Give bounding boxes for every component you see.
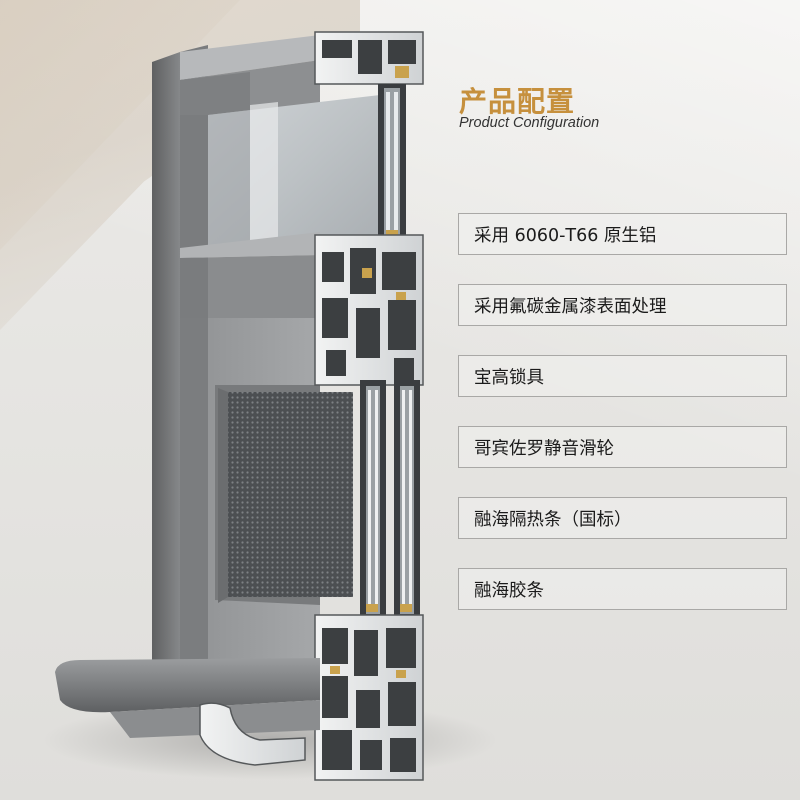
top-frame (180, 35, 320, 115)
feature-item-rubber-seal: 融海胶条 (458, 568, 787, 610)
feature-item-thermal-strip: 融海隔热条（国标） (458, 497, 787, 539)
window-sill (55, 658, 320, 766)
glass-edge-profile (378, 84, 406, 244)
feature-item-lock: 宝高锁具 (458, 355, 787, 397)
upper-glass-pane (208, 95, 380, 250)
feature-item-silent-roller: 哥宾佐罗静音滑轮 (458, 426, 787, 468)
feature-list: 采用 6060-T66 原生铝 采用氟碳金属漆表面处理 宝高锁具 哥宾佐罗静音滑… (458, 213, 787, 639)
feature-item-aluminum: 采用 6060-T66 原生铝 (458, 213, 787, 255)
config-title: 产品配置 (459, 85, 576, 118)
bottom-profile-section (314, 614, 424, 781)
feature-item-fluorocarbon-paint: 采用氟碳金属漆表面处理 (458, 284, 787, 326)
middle-transom (180, 232, 320, 318)
double-glass-sash-profile (360, 380, 420, 620)
top-profile-section (314, 31, 424, 85)
config-subtitle: Product Configuration (459, 115, 600, 131)
insect-screen-mesh (228, 392, 353, 597)
middle-profile-section (314, 234, 424, 386)
